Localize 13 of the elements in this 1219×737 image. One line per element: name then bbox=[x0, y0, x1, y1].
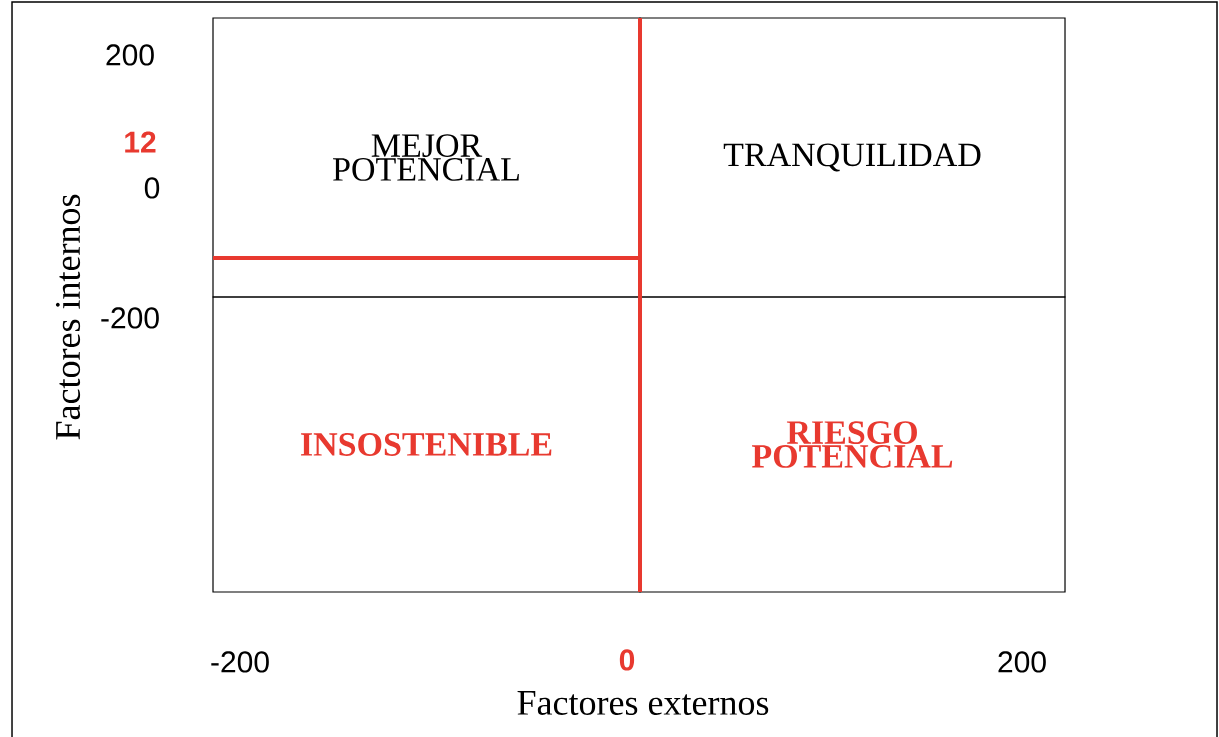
quadrant-box: MEJOR POTENCIAL bbox=[212, 17, 641, 298]
tick-label: 0 bbox=[144, 177, 160, 199]
tick-label: 12 bbox=[125, 131, 156, 153]
quadrant-box: TRANQUILIDAD bbox=[639, 17, 1066, 298]
tick-label: -200 bbox=[211, 651, 269, 673]
tick-label: 200 bbox=[106, 44, 154, 66]
quadrant-box: RIESGO POTENCIAL bbox=[639, 296, 1066, 593]
tick-label: -200 bbox=[101, 307, 159, 329]
axis-title: Factores internos bbox=[55, 194, 81, 440]
axis-title: Factores externos bbox=[517, 691, 769, 715]
tick-label: 200 bbox=[998, 651, 1046, 673]
quadrant-box: INSOSTENIBLE bbox=[212, 296, 641, 593]
tick-label: 0 bbox=[619, 649, 635, 671]
